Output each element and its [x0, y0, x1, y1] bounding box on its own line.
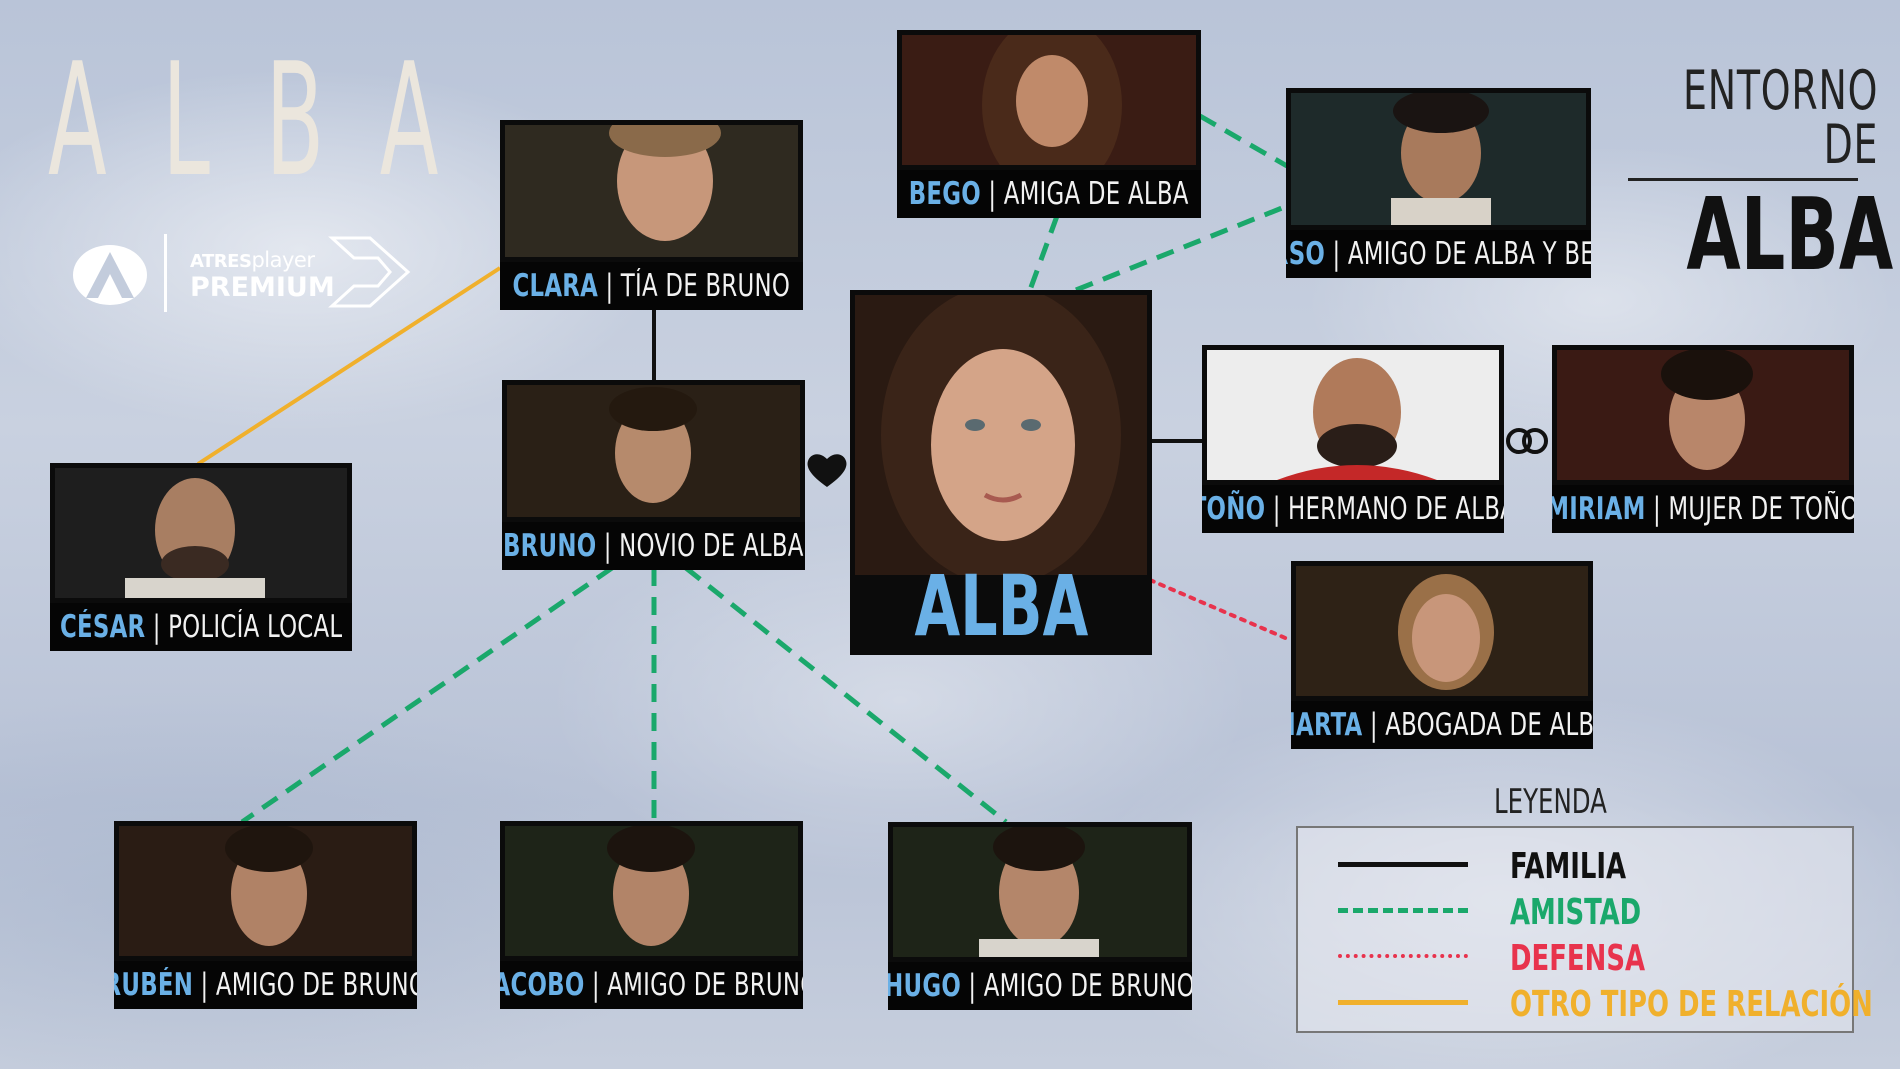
card-clara[interactable]: CLARA|TÍA DE BRUNO — [500, 120, 803, 310]
legend-label-familia: FAMILIA — [1510, 846, 1627, 887]
brand-separator — [164, 234, 167, 312]
card-bego[interactable]: BEGO|AMIGA DE ALBA — [897, 30, 1201, 218]
card-miriam[interactable]: MIRIAM|MUJER DE TOÑO — [1552, 345, 1854, 533]
antena3-logo-icon — [73, 245, 147, 305]
play-chevron-icon — [328, 236, 411, 308]
card-ruben[interactable]: RUBÉN|AMIGO DE BRUNO — [114, 821, 417, 1009]
legend-item-otro: OTRO TIPO DE RELACIÓN — [1298, 980, 1873, 1025]
atresplayer-brand: ATRESplayer PREMIUM — [72, 232, 412, 312]
legend-label-otro: OTRO TIPO DE RELACIÓN — [1510, 984, 1873, 1025]
photo-marta — [1296, 566, 1588, 696]
title-rule — [1628, 178, 1858, 181]
legend-item-familia: FAMILIA — [1298, 842, 1854, 887]
card-bruno[interactable]: BRUNO|NOVIO DE ALBA — [502, 380, 805, 570]
caption-tono: TOÑO|HERMANO DE ALBA — [1202, 485, 1504, 533]
title-line1: ENTORNO DE — [1683, 59, 1879, 176]
page-title: ENTORNO DE ALBA — [1628, 64, 1893, 285]
legend-label-defensa: DEFENSA — [1510, 938, 1646, 979]
photo-tirso — [1291, 93, 1586, 225]
link-bego-tirso — [1198, 113, 1289, 169]
photo-hugo — [893, 827, 1187, 957]
legend: FAMILIA AMISTAD DEFENSA OTRO TIPO DE REL… — [1296, 826, 1873, 1033]
photo-bego — [902, 35, 1196, 165]
card-alba[interactable]: ALBA — [850, 290, 1152, 655]
heart-icon — [807, 454, 847, 487]
photo-jacobo — [505, 826, 798, 956]
legend-line-familia — [1338, 862, 1468, 867]
caption-jacobo: JACOBO|AMIGO DE BRUNO — [500, 961, 803, 1009]
caption-ruben: RUBÉN|AMIGO DE BRUNO — [114, 961, 417, 1009]
caption-tirso: TIRSO|AMIGO DE ALBA Y BEGO — [1286, 230, 1591, 278]
main-name-alba: ALBA — [914, 557, 1088, 655]
caption-hugo: HUGO|AMIGO DE BRUNO — [888, 962, 1192, 1010]
card-jacobo[interactable]: JACOBO|AMIGO DE BRUNO — [500, 821, 803, 1009]
legend-line-otro — [1338, 1000, 1468, 1005]
legend-label-amistad: AMISTAD — [1510, 892, 1642, 933]
card-cesar[interactable]: CÉSAR|POLICÍA LOCAL — [50, 463, 352, 651]
photo-cesar — [55, 468, 347, 598]
photo-ruben — [119, 826, 412, 956]
legend-item-amistad: AMISTAD — [1298, 888, 1854, 933]
link-alba-tirso — [1075, 203, 1288, 293]
photo-bruno — [507, 385, 800, 517]
legend-line-amistad — [1338, 908, 1468, 913]
link-bruno-hugo — [684, 566, 1008, 824]
caption-bego: BEGO|AMIGA DE ALBA — [897, 170, 1201, 218]
legend-title: LEYENDA — [1494, 782, 1607, 822]
card-hugo[interactable]: HUGO|AMIGO DE BRUNO — [888, 822, 1192, 1010]
link-alba-marta — [1148, 578, 1292, 642]
photo-alba — [855, 295, 1147, 575]
alba-logo: A L B A — [48, 29, 439, 211]
photo-tono — [1207, 350, 1499, 480]
card-marta[interactable]: MARTA|ABOGADA DE ALBA — [1291, 561, 1593, 749]
caption-marta: MARTA|ABOGADA DE ALBA — [1291, 701, 1593, 749]
card-tirso[interactable]: TIRSO|AMIGO DE ALBA Y BEGO — [1286, 88, 1591, 278]
caption-cesar: CÉSAR|POLICÍA LOCAL — [50, 603, 352, 651]
caption-clara: CLARA|TÍA DE BRUNO — [500, 262, 803, 310]
title-line2: ALBA — [1686, 176, 1894, 293]
link-bruno-ruben — [240, 565, 614, 825]
caption-bruno: BRUNO|NOVIO DE ALBA — [502, 522, 805, 570]
wedding-rings-icon — [1506, 428, 1548, 454]
caption-miriam: MIRIAM|MUJER DE TOÑO — [1552, 485, 1854, 533]
card-tono[interactable]: TOÑO|HERMANO DE ALBA — [1202, 345, 1504, 533]
link-bego-alba — [1027, 215, 1060, 291]
photo-miriam — [1557, 350, 1849, 480]
legend-line-defensa — [1338, 954, 1468, 958]
legend-item-defensa: DEFENSA — [1298, 934, 1854, 979]
photo-clara — [505, 125, 798, 257]
brand-atres: ATRESplayer — [190, 248, 315, 272]
brand-premium: PREMIUM — [190, 272, 335, 303]
link-clara-cesar — [196, 266, 502, 466]
